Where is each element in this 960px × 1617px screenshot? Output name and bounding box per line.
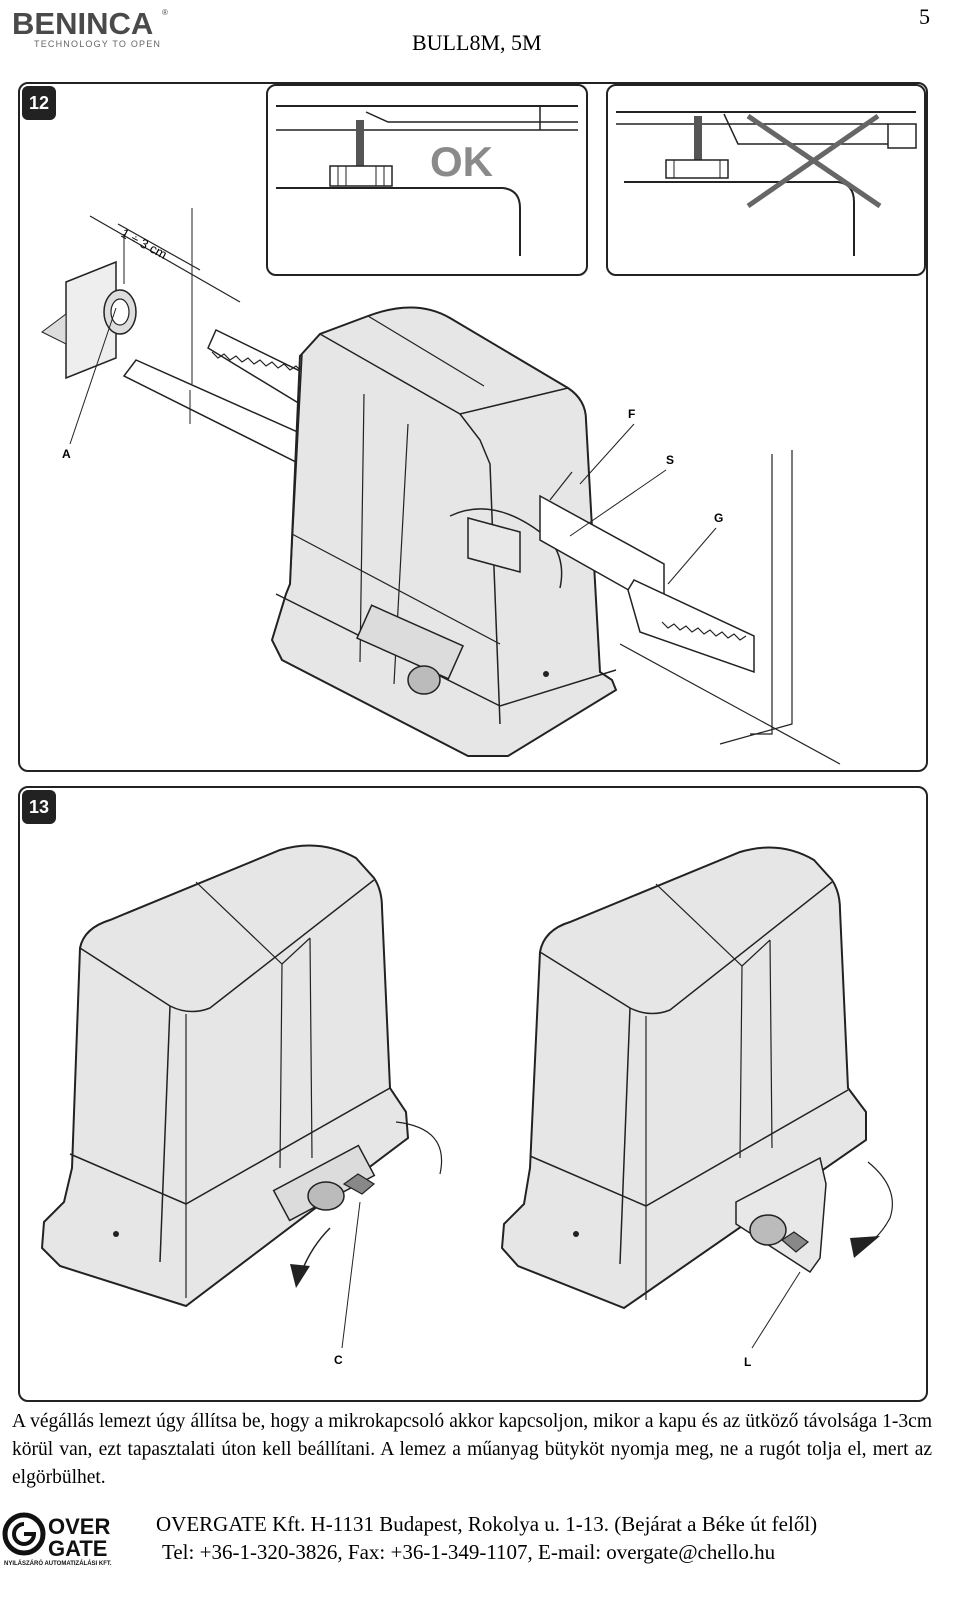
logo-text-bottom: GATE (48, 1536, 107, 1561)
label-l: L (744, 1355, 751, 1369)
motor-right: L (500, 846, 893, 1369)
inset-wrong-drawing (616, 111, 917, 256)
label-g: G (714, 511, 723, 525)
figure-number-badge: 12 (22, 86, 56, 120)
inset-correct-drawing: OK (276, 105, 578, 256)
brand-tagline: TECHNOLOGY TO OPEN (34, 39, 162, 49)
caption-text: A végállás lemezt úgy állítsa be, hogy a… (12, 1411, 932, 1488)
motor-left: C (40, 844, 443, 1367)
label-s: S (666, 453, 674, 467)
label-c: C (334, 1353, 343, 1367)
label-a: A (62, 447, 71, 461)
figure-13: 13 C (18, 786, 928, 1402)
figure-12: 12 OK (18, 82, 928, 772)
logo-text-top: OVER (48, 1514, 110, 1539)
brand-name: BENINCA (12, 6, 154, 41)
footer-address: OVERGATE Kft. H-1131 Budapest, Rokolya u… (156, 1512, 818, 1536)
motor-installation-drawing: 1 ÷ 3 cm A (41, 208, 841, 765)
ok-label: OK (430, 138, 493, 185)
page-number: 5 (919, 4, 930, 29)
registered-mark: ® (162, 8, 168, 17)
distance-label: 1 ÷ 3 cm (119, 225, 170, 262)
footer-contact: Tel: +36-1-320-3826, Fax: +36-1-349-1107… (162, 1540, 776, 1564)
label-f: F (628, 407, 635, 421)
model-title: BULL8M, 5M (412, 30, 542, 55)
inset-correct: OK (266, 84, 588, 276)
overgate-logo-graphic: OVER GATE NYILÁSZÁRÓ AUTOMATIZÁLÁSI KFT. (2, 1512, 112, 1567)
logo-subtitle: NYILÁSZÁRÓ AUTOMATIZÁLÁSI KFT. (4, 1559, 112, 1567)
inset-wrong (606, 84, 926, 276)
overgate-logo: OVER GATE NYILÁSZÁRÓ AUTOMATIZÁLÁSI KFT. (2, 1512, 132, 1568)
manual-release-drawing: C L (40, 844, 893, 1369)
figure-number-badge: 13 (22, 790, 56, 824)
beninca-logo: BENINCA ® TECHNOLOGY TO OPEN (12, 6, 182, 52)
